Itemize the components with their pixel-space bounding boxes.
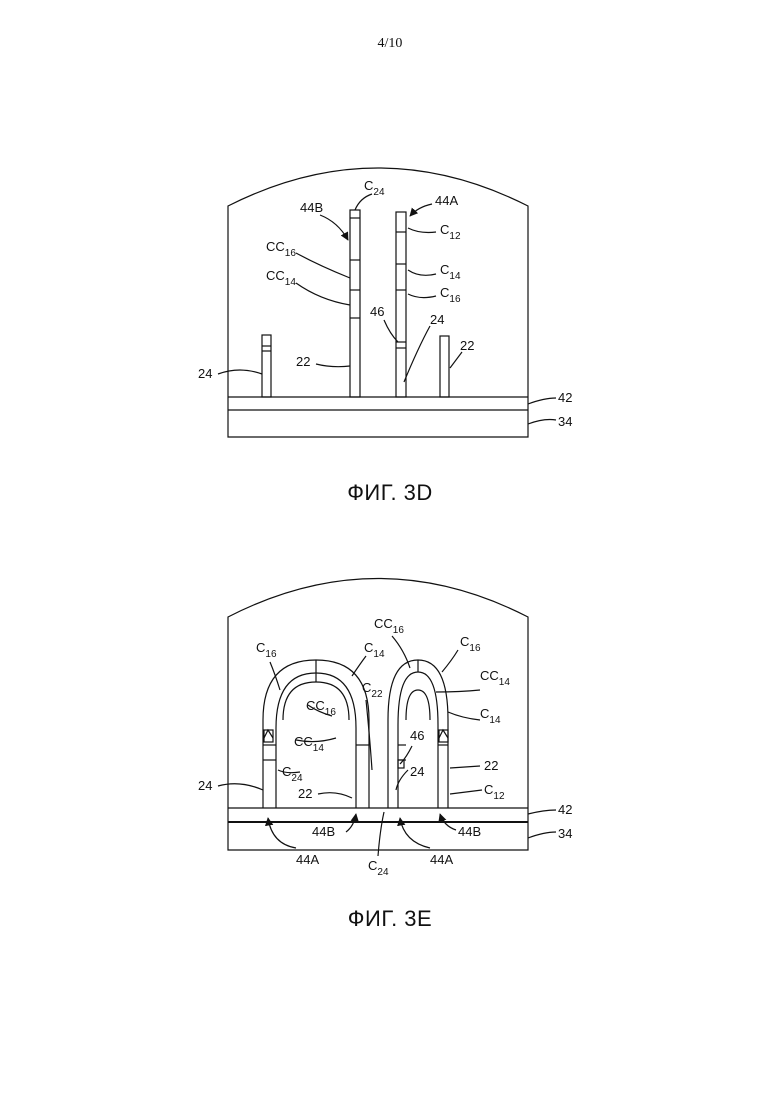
label-c12-3d: C12 [440,222,461,242]
label-34-3d: 34 [558,414,572,429]
label-44a-right-3e: 44A [430,852,453,867]
label-24-mid-3e: 24 [410,764,424,779]
label-22-right-3d: 22 [460,338,474,353]
label-46-3d: 46 [370,304,384,319]
pillar-44a-3d [396,212,406,397]
label-42-3e: 42 [558,802,572,817]
label-34-3e: 34 [558,826,572,841]
label-22-right-3e: 22 [484,758,498,773]
label-24-mid-3d: 24 [430,312,444,327]
label-cc14-3d: CC14 [266,268,296,288]
label-c14-mid-3e: C14 [364,640,385,660]
label-c22-3e: C22 [362,680,383,700]
pillar-22-right-3d [440,336,449,397]
label-cc14-right-3e: CC14 [480,668,510,688]
label-c24-3d: C24 [364,178,385,198]
label-cc16-top-3e: CC16 [374,616,404,636]
figure-3d [218,168,556,437]
label-44b-left-3e: 44B [312,824,335,839]
label-46-3e: 46 [410,728,424,743]
label-24-left-3d: 24 [198,366,212,381]
figure-caption-3e: ФИГ. 3E [0,906,780,932]
label-44a-left-3e: 44A [296,852,319,867]
label-c14-right-3e: C14 [480,706,501,726]
labels-3e: C16 CC16 C16 C14 CC14 C22 CC16 C14 CC14 … [198,616,572,878]
label-22-left-3d: 22 [296,354,310,369]
label-c14-3d: C14 [440,262,461,282]
arch-left-3e [263,660,369,808]
pillar-44b-3d [350,210,360,397]
label-44b-right-3e: 44B [458,824,481,839]
labels-3d: C24 44B 44A C12 CC16 C14 CC14 C16 46 24 … [198,178,572,429]
label-cc16-3d: CC16 [266,239,296,259]
label-c24-bottom-3e: C24 [368,858,389,878]
label-c16-left-3e: C16 [256,640,277,660]
label-44b-3d: 44B [300,200,323,215]
label-c16-3d: C16 [440,285,461,305]
label-c16-right-3e: C16 [460,634,481,654]
label-c12-3e: C12 [484,782,505,802]
label-24-left-3e: 24 [198,778,212,793]
label-44a-3d: 44A [435,193,458,208]
pillar-24-left-3d [262,335,271,397]
label-cc16-inner-3e: CC16 [306,698,336,718]
label-22-mid-3e: 22 [298,786,312,801]
label-42-3d: 42 [558,390,572,405]
figure-caption-3d: ФИГ. 3D [0,480,780,506]
label-c24-left-3e: C24 [282,764,303,784]
label-cc14-left-3e: CC14 [294,734,324,754]
